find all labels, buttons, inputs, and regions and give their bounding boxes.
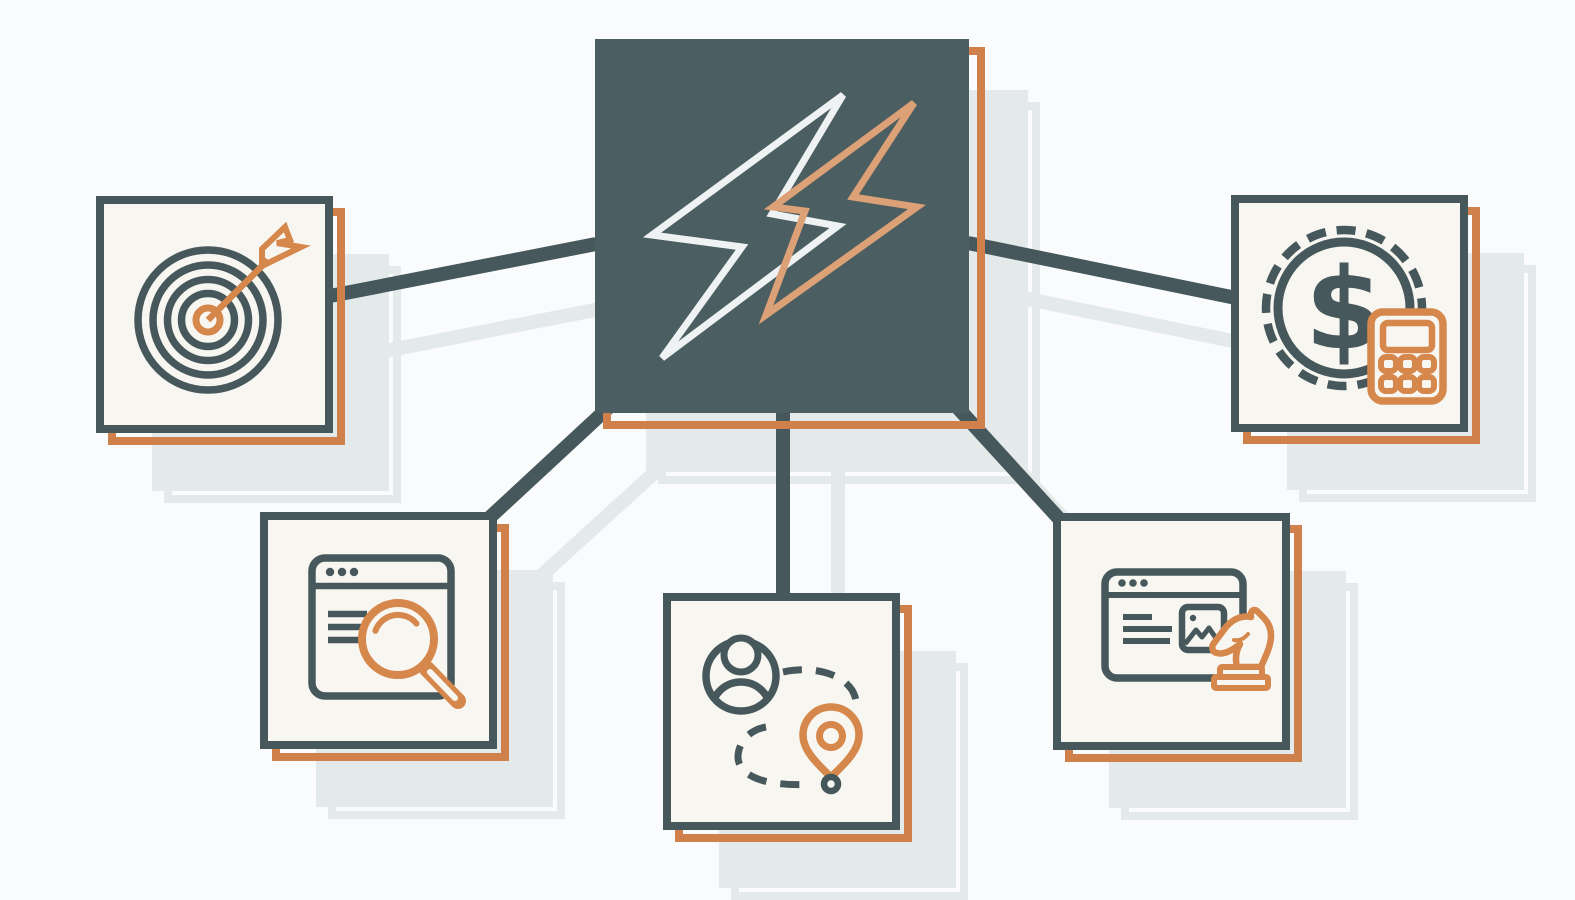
node-search — [260, 512, 509, 761]
dollar-coin-calculator-icon: $ — [1261, 225, 1447, 405]
calculator-key — [1416, 374, 1437, 394]
link-hub-finance — [966, 236, 1238, 305]
journey-card — [663, 593, 900, 830]
browser-dot — [1129, 579, 1137, 587]
bullseye-arrow-icon — [134, 221, 311, 394]
chess-knight-icon — [1209, 606, 1275, 691]
route-end-dot — [820, 773, 842, 795]
bullseye-ring — [177, 289, 239, 351]
browser-image-knight-icon — [1101, 568, 1275, 691]
calculator-icon — [1367, 308, 1447, 405]
pin-center — [816, 721, 846, 751]
browser-dot — [337, 567, 347, 577]
knight-base-lower — [1211, 674, 1271, 691]
node-strategy — [1053, 513, 1302, 762]
calculator-key — [1378, 374, 1399, 394]
shadow-link-bottom-left — [537, 458, 669, 581]
hub-square — [595, 39, 969, 413]
arrow-shaft — [205, 257, 271, 323]
lightning-bolt-white — [642, 92, 847, 361]
coin-dashed-rim — [1261, 225, 1427, 391]
image-sun-dot — [1189, 614, 1197, 622]
node-target — [96, 196, 345, 445]
bullseye-ring — [149, 261, 267, 379]
bullseye-center — [192, 304, 224, 336]
browser-dot — [325, 567, 335, 577]
lightning-bolts-icon — [642, 92, 927, 361]
lightning-bolt-orange — [758, 100, 927, 325]
user-route-pin-icon — [702, 634, 863, 795]
node-finance: $ — [1231, 195, 1480, 444]
magnifier-icon — [358, 599, 466, 709]
calculator-key — [1397, 374, 1418, 394]
connector-lines — [328, 236, 1238, 600]
arrow-fletching — [259, 221, 311, 271]
browser-magnifier-icon — [308, 554, 466, 709]
bullseye-ring-outer — [134, 246, 282, 394]
node-journey — [663, 593, 912, 842]
calculator-screen — [1379, 319, 1436, 354]
image-mountains — [1183, 625, 1223, 646]
browser-dot — [349, 567, 359, 577]
calculator-key — [1416, 354, 1437, 374]
calculator-key — [1397, 354, 1418, 374]
user-head — [720, 634, 762, 676]
route-dashed-upper — [782, 666, 860, 710]
link-hub-target — [328, 237, 598, 303]
knight-mane-line — [1232, 632, 1250, 643]
route-dashed-lower — [734, 723, 813, 789]
bullseye-ring — [163, 275, 253, 365]
browser-dot — [1118, 579, 1126, 587]
hub-node — [595, 39, 985, 429]
link-hub-search — [482, 401, 614, 526]
browser-dot — [1140, 579, 1148, 587]
calculator-key — [1378, 354, 1399, 374]
magnifier-inner-arc — [372, 611, 420, 634]
magnifier-handle-inner — [427, 669, 458, 701]
user-shoulders — [709, 678, 773, 708]
